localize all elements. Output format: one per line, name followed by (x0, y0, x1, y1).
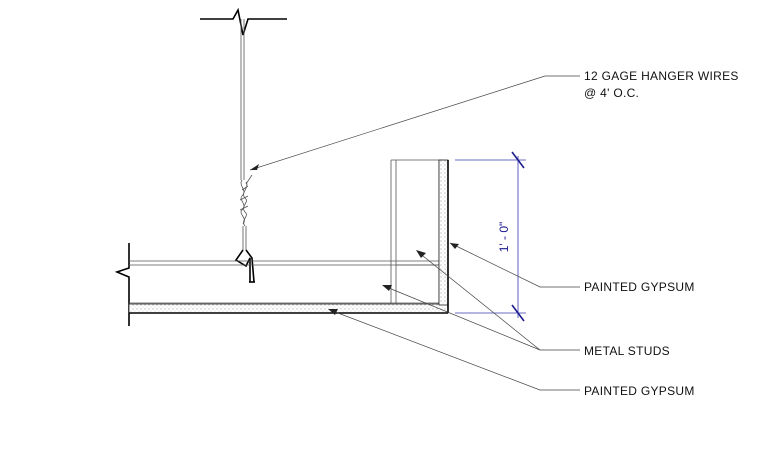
hanger-wire-break-line (200, 7, 287, 36)
painted-gypsum-upper-label: PAINTED GYPSUM (584, 280, 695, 294)
painted-gypsum-lower-label: PAINTED GYPSUM (584, 384, 695, 398)
ceiling-break-line (114, 243, 130, 326)
ceiling-gypsum-board (128, 303, 449, 314)
dimension-label: 1' - 0" (497, 222, 511, 253)
hanger-wire (234, 19, 255, 283)
metal-studs-label: METAL STUDS (584, 344, 670, 358)
hanger-wire-label-line2: @ 4' O.C. (584, 86, 639, 100)
soffit-gypsum-board (438, 159, 449, 306)
leader-lines (249, 75, 580, 391)
soffit-metal-studs (390, 159, 443, 304)
ceiling-metal-studs (129, 260, 441, 304)
dimension-line (455, 151, 526, 322)
hanger-wire-label-line1: 12 GAGE HANGER WIRES (584, 69, 739, 83)
